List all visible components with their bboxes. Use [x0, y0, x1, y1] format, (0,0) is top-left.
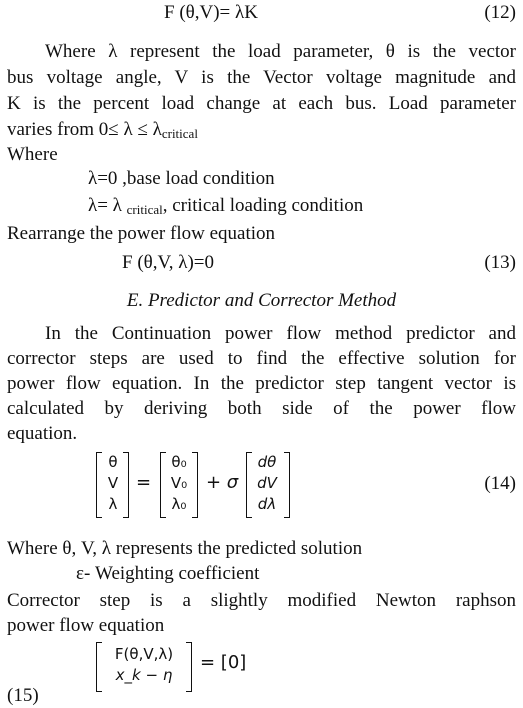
critical-load-lhs: λ= λ [88, 195, 122, 216]
plus-sigma: + σ [206, 472, 239, 493]
matrix-left: θ V λ [102, 452, 124, 515]
weighting-coefficient: ε- Weighting coefficient [76, 563, 260, 584]
equation-15: F(θ,V,λ) x_k − η = [0] [96, 642, 316, 694]
matrix-tangent: dθ dV dλ [251, 452, 283, 515]
equation-14-number: (14) [484, 473, 516, 494]
paragraph-1-line-3: K is the percent load change at each bus… [7, 93, 516, 114]
matrix-left-lambda: λ [108, 495, 118, 513]
equation-14: θ V λ = θ₀ V₀ λ₀ + σ dθ dV dλ [96, 452, 396, 522]
corrector-line-2: power flow equation [7, 615, 165, 636]
paragraph-1-line-4-text: varies from 0≤ λ ≤ λ [7, 119, 162, 140]
critical-subscript: critical [161, 126, 198, 141]
matrix-tangent-dtheta: dθ [257, 453, 277, 471]
paragraph-2-line-1: In the Continuation power flow method pr… [45, 323, 516, 344]
left-bracket [96, 452, 102, 518]
base-load-condition: λ=0 ,base load condition [88, 168, 275, 189]
equation-12: F (θ,V)= λK [164, 2, 258, 23]
where-label: Where [7, 144, 58, 165]
matrix-initial-lambda: λ₀ [171, 495, 187, 513]
equation-12-number: (12) [484, 2, 516, 23]
where-predicted: Where θ, V, λ represents the predicted s… [7, 538, 363, 559]
corrector-matrix-top: F(θ,V,λ) [114, 645, 174, 663]
matrix-initial-theta: θ₀ [171, 453, 187, 471]
equation-13: F (θ,V, λ)=0 [122, 252, 215, 273]
corrector-matrix-bottom: x_k − η [115, 666, 173, 684]
corrector-matrix: F(θ,V,λ) x_k − η [102, 644, 186, 686]
matrix-tangent-dlambda: dλ [257, 495, 277, 513]
left-bracket [160, 452, 166, 518]
paragraph-1-line-1: Where λ represent the load parameter, θ … [45, 41, 516, 62]
matrix-initial-v: V₀ [170, 474, 188, 492]
critical-load-condition: λ= λ critical, critical loading conditio… [88, 195, 363, 218]
paragraph-1-line-4: varies from 0≤ λ ≤ λcritical [7, 118, 516, 146]
corrector-line-1: Corrector step is a slightly modified Ne… [7, 590, 516, 611]
paragraph-1-line-2: bus voltage angle, V is the Vector volta… [7, 67, 516, 88]
matrix-initial: θ₀ V₀ λ₀ [166, 452, 192, 515]
equation-13-number: (13) [484, 252, 516, 273]
critical-load-text: , critical loading condition [162, 195, 364, 216]
left-bracket [246, 452, 252, 518]
paragraph-2-line-2: corrector steps are used to find the eff… [7, 348, 516, 369]
rearrange-text: Rearrange the power flow equation [7, 223, 276, 244]
paragraph-2-line-5: equation. [7, 423, 78, 444]
right-bracket [186, 642, 192, 692]
critical-load-subscript: critical [126, 202, 163, 217]
equals-sign: = [136, 472, 152, 493]
equation-15-number: (15) [7, 685, 39, 706]
corrector-rhs: = [0] [200, 652, 247, 673]
section-heading: E. Predictor and Corrector Method [126, 290, 397, 311]
right-bracket [123, 452, 129, 518]
matrix-tangent-dv: dV [257, 474, 277, 492]
left-bracket [96, 642, 102, 692]
right-bracket [192, 452, 198, 518]
paragraph-2-line-3: power flow equation. In the predictor st… [7, 373, 516, 394]
matrix-left-theta: θ [108, 453, 118, 471]
paragraph-2-line-4: calculated by deriving both side of the … [7, 398, 516, 419]
right-bracket [284, 452, 290, 518]
matrix-left-v: V [107, 474, 119, 492]
